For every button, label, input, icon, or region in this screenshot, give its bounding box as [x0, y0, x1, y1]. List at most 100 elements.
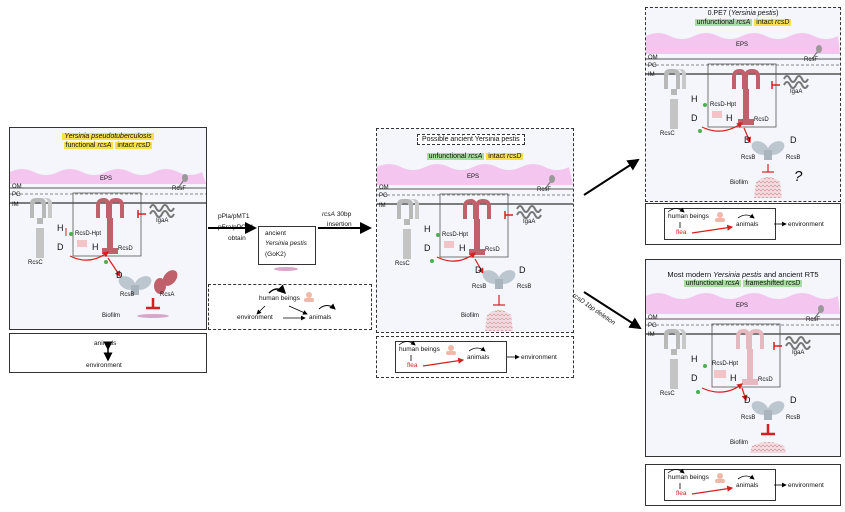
- panel3-genes: unfunctional rcsA intact rcsD: [646, 19, 840, 26]
- rcsd-label: RcsD: [758, 377, 773, 383]
- h-label-hpt: H: [459, 243, 466, 253]
- panel4-diagram: [646, 293, 840, 453]
- rcsa-insertion-label: rcsA 30bp: [322, 211, 351, 218]
- host-flea: flea: [407, 362, 418, 369]
- panel1-status-d: intact: [117, 142, 135, 149]
- h-label-hpt: H: [92, 242, 99, 252]
- biofilm-label: Biofilm: [730, 440, 749, 446]
- host-animals: animals: [467, 354, 490, 361]
- im-label: IM: [648, 72, 655, 78]
- rcsa-protein: [162, 270, 178, 286]
- host-humans: human beings: [668, 474, 709, 481]
- eps-label: EPS: [736, 42, 749, 48]
- panel4-title-a: Most modern: [667, 270, 712, 279]
- d-label-c: D: [57, 242, 64, 252]
- hpt-box: [77, 240, 87, 247]
- hpt-label: RcsD-Hpt: [75, 231, 102, 237]
- panel1-genes: functional rcsA intact rcsD: [10, 142, 206, 149]
- host-humans: human beings: [668, 213, 709, 220]
- h-label-c: H: [691, 354, 698, 364]
- panel3-status-a: unfunctional: [696, 19, 735, 26]
- rcsd-label: RcsD: [485, 247, 500, 253]
- question-mark: ?: [794, 168, 803, 185]
- rcsd-label: RcsD: [754, 117, 769, 123]
- rcsf-label: RcsF: [172, 186, 186, 192]
- eps-layer: [10, 169, 206, 184]
- d-label-c: D: [691, 373, 698, 383]
- rcsa-label: RcsA: [160, 292, 175, 298]
- panel4-gene-d: rcsD: [785, 280, 801, 287]
- panel4-status-d: frameshifted: [745, 280, 784, 287]
- host-environment: environment: [86, 362, 122, 369]
- d-label-b2: D: [790, 395, 797, 405]
- rcsb-label-2: RcsB: [517, 284, 532, 290]
- rcsd-label: RcsD: [118, 246, 133, 252]
- host-environment: environment: [788, 482, 824, 489]
- h-label-hpt: H: [730, 373, 737, 383]
- panel1-species: Yersinia pseudotuberculosis: [62, 133, 154, 140]
- om-label: OM: [648, 55, 658, 61]
- biofilm-label: Biofilm: [461, 313, 480, 319]
- rcsb-label-2: RcsB: [786, 415, 801, 421]
- rcsf-label: RcsF: [804, 57, 818, 63]
- d-label-b2: D: [519, 265, 526, 275]
- pg-label: PG: [379, 193, 388, 199]
- om-label: OM: [12, 184, 22, 190]
- d-label-c: D: [424, 243, 431, 253]
- panel2-status-d: intact: [488, 153, 506, 160]
- insertion-word: insertion: [327, 221, 352, 228]
- ancient-pestis-box: ancient Yersinia pestis (GoK2): [258, 226, 316, 265]
- d-label-b2: D: [790, 135, 797, 145]
- rcsf-label: RcsF: [537, 187, 551, 193]
- panel2-diagram: [377, 164, 573, 331]
- panel2-gene-a: rcsA: [468, 153, 483, 160]
- arrow-3: [583, 158, 640, 196]
- panel2-genes: unfunctional rcsA intact rcsD: [377, 153, 573, 160]
- obtain-label: obtain: [228, 235, 246, 242]
- rcsb-label-1: RcsB: [741, 415, 756, 421]
- im-label: IM: [648, 332, 655, 338]
- d-label-b1: D: [475, 265, 482, 275]
- host-environment: environment: [521, 354, 557, 361]
- panel2-gene-d: rcsD: [506, 153, 522, 160]
- panel1-host-box: animals environment: [9, 333, 207, 373]
- ancient-line2: Yersinia pestis: [265, 240, 307, 247]
- eps-label: EPS: [736, 303, 749, 309]
- panel1-gene-a: rcsA: [97, 142, 112, 149]
- d-label-c: D: [691, 113, 698, 123]
- rcsc-label: RcsC: [395, 261, 410, 267]
- biofilm-label: Biofilm: [102, 313, 121, 319]
- ancient-line3: (GoK2): [265, 251, 286, 258]
- eps-layer: [377, 164, 573, 185]
- small-host-animals: animals: [309, 314, 332, 321]
- host-flea: flea: [676, 490, 687, 497]
- ancient-line1: ancient: [265, 230, 286, 237]
- rcsb-label-2: RcsB: [786, 155, 801, 161]
- igaa-label: IgaA: [792, 350, 805, 356]
- panel1-title: Yersinia pseudotuberculosis: [10, 133, 206, 140]
- rcsc-sensor: [397, 199, 419, 259]
- panel1-diagram: [10, 169, 206, 318]
- panel1-status-a: functional: [65, 142, 96, 149]
- panel-y-pseudotuberculosis: Yersinia pseudotuberculosis functional r…: [9, 127, 207, 330]
- d-label-b: D: [116, 270, 123, 280]
- panel-modern-pestis: Most modern Yersinia pestis and ancient …: [645, 259, 841, 457]
- arrow-4: [583, 291, 642, 330]
- panel2-title-box: Possible ancient Yersinia pestis: [417, 134, 525, 145]
- h-label-c: H: [57, 223, 64, 233]
- host-humans: human beings: [399, 346, 440, 353]
- rcsb-label-1: RcsB: [741, 155, 756, 161]
- im-label: IM: [379, 203, 386, 209]
- host-animals: animals: [736, 482, 759, 489]
- host-animals: animals: [736, 221, 759, 228]
- rcsb-label: RcsB: [120, 292, 135, 298]
- insertion-gene: rcsA: [322, 211, 335, 218]
- host-flea: flea: [676, 229, 687, 236]
- rcsc-label: RcsC: [28, 260, 43, 266]
- igaa-label: IgaA: [790, 89, 803, 95]
- pg-label: PG: [648, 323, 657, 329]
- panel3-gene-a: rcsA: [736, 19, 751, 26]
- panel-possible-ancient-pestis: Possible ancient Yersinia pestis unfunct…: [376, 128, 574, 333]
- rcsb-label-1: RcsB: [472, 284, 487, 290]
- panel3-title-a: 0.PE7 (: [707, 10, 731, 17]
